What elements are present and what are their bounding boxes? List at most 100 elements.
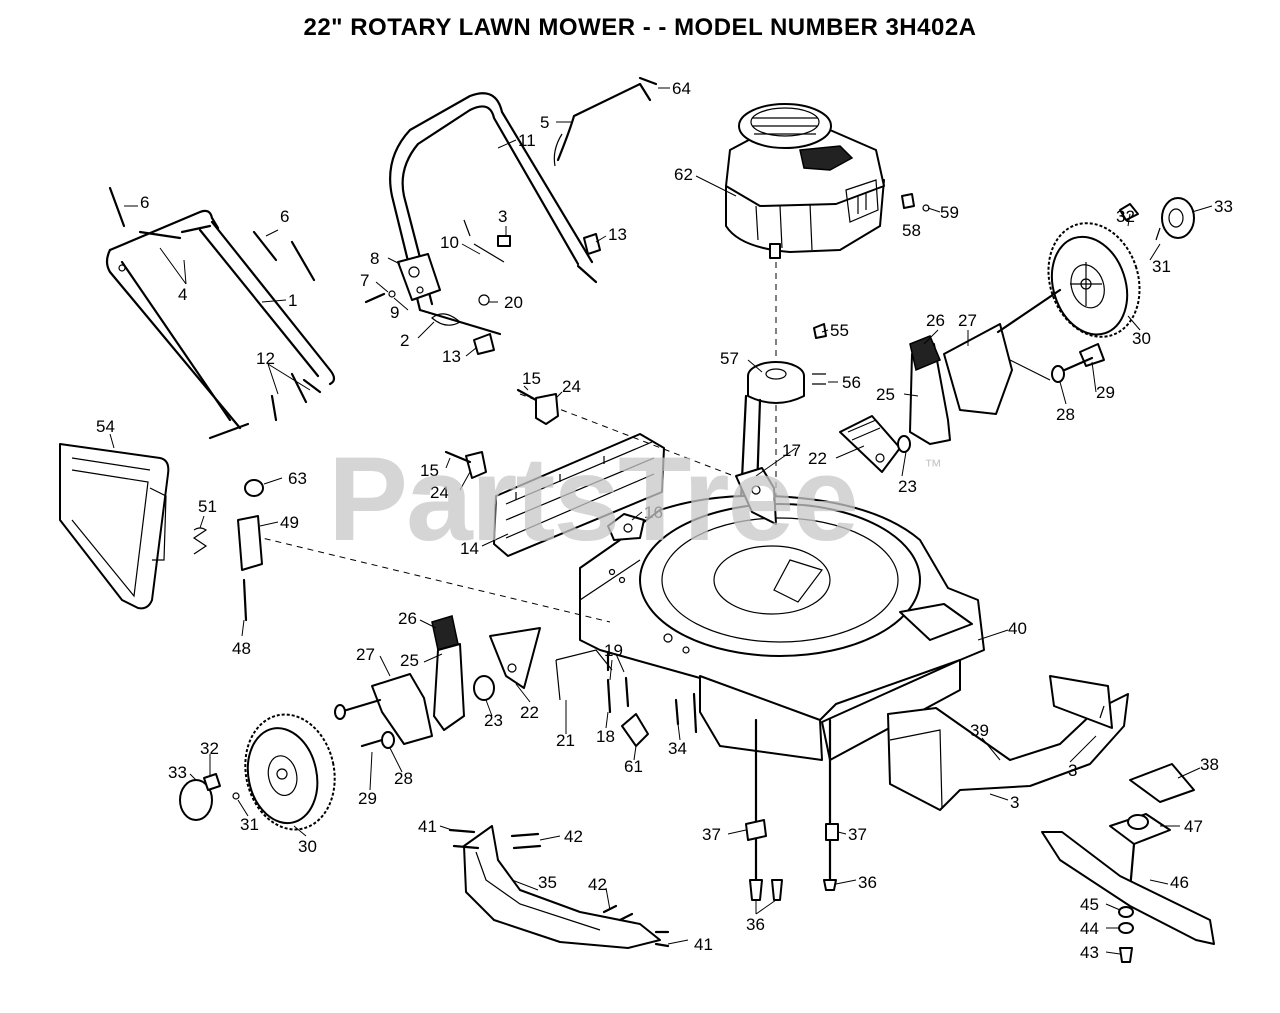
part-hinge-bracket — [237, 515, 263, 571]
callout-34: 34 — [668, 739, 687, 758]
callout-13-top: 13 — [608, 225, 627, 244]
part-bracket-58 — [901, 193, 915, 209]
callout-43: 43 — [1080, 943, 1099, 962]
callout-18: 18 — [596, 727, 615, 746]
watermark-logo: PartsTree — [328, 432, 859, 566]
callout-6-left: 6 — [140, 193, 149, 212]
part-handle-bracket — [397, 253, 441, 301]
callout-9: 9 — [390, 303, 399, 322]
part-bolts-34 — [674, 692, 698, 734]
part-wheel-rear-right — [1047, 222, 1141, 338]
callout-20: 20 — [504, 293, 523, 312]
callout-63: 63 — [288, 469, 307, 488]
part-washer-31-left — [232, 792, 240, 800]
callout-39: 39 — [970, 721, 989, 740]
callout-22-left: 22 — [520, 703, 539, 722]
rear-pivot-line — [519, 393, 761, 487]
callout-2: 2 — [400, 331, 409, 350]
part-washer-31-top — [1155, 227, 1161, 241]
callout-32-left: 32 — [200, 739, 219, 758]
part-bolt-7 — [364, 292, 386, 304]
callout-28-right: 28 — [1056, 405, 1075, 424]
part-fastener-10 — [463, 219, 505, 263]
callout-42-bottom: 42 — [588, 875, 607, 894]
part-screws-41-42 — [448, 828, 542, 850]
part-blade-adapter — [747, 361, 805, 404]
callout-29-left: 29 — [358, 789, 377, 808]
callout-16: 16 — [644, 503, 663, 522]
part-engine — [725, 103, 885, 259]
callout-26-right: 26 — [926, 311, 945, 330]
part-pivot-plate-right — [839, 415, 911, 473]
part-spring-clip-top — [1119, 203, 1139, 221]
callout-37-right: 37 — [848, 825, 867, 844]
callout-61: 61 — [624, 757, 643, 776]
callout-21: 21 — [556, 731, 575, 750]
part-rear-trim — [493, 433, 665, 557]
callout-4: 4 — [178, 285, 187, 304]
callout-44: 44 — [1080, 919, 1099, 938]
part-knob-13-top — [583, 233, 601, 255]
part-bracket-16 — [607, 513, 645, 541]
callout-64: 64 — [672, 79, 691, 98]
callout-41-bottom: 41 — [694, 935, 713, 954]
part-nut-23-left — [473, 675, 495, 701]
part-knob-13-bottom — [473, 333, 495, 355]
part-bracket-24-left — [465, 451, 487, 479]
callout-37-left: 37 — [702, 825, 721, 844]
callout-32-top: 32 — [1116, 207, 1135, 226]
callout-41-top: 41 — [418, 817, 437, 836]
callout-3-right: 3 — [1068, 761, 1077, 780]
callout-58: 58 — [902, 221, 921, 240]
callout-30-top: 30 — [1132, 329, 1151, 348]
callout-35: 35 — [538, 873, 557, 892]
callout-14: 14 — [460, 539, 479, 558]
part-discharge-chute — [887, 675, 1129, 811]
callout-30-left: 30 — [298, 837, 317, 856]
callout-48: 48 — [232, 639, 251, 658]
callout-54: 54 — [96, 417, 115, 436]
callout-31-top: 31 — [1152, 257, 1171, 276]
callout-62: 62 — [674, 165, 693, 184]
callout-8: 8 — [370, 249, 379, 268]
callout-46: 46 — [1170, 873, 1189, 892]
part-knobs-4 — [138, 224, 212, 240]
part-bushing-63 — [244, 479, 264, 497]
diagram-title: 22" ROTARY LAWN MOWER - - MODEL NUMBER 3… — [303, 14, 977, 41]
callout-24-top: 24 — [562, 377, 581, 396]
callout-3-bottom: 3 — [1010, 793, 1019, 812]
callout-15-left: 15 — [420, 461, 439, 480]
callout-23-right: 23 — [898, 477, 917, 496]
callout-11: 11 — [518, 131, 536, 150]
part-bracket-21 — [555, 649, 613, 701]
callout-45: 45 — [1080, 895, 1099, 914]
callout-23-left: 23 — [484, 711, 503, 730]
callout-1: 1 — [288, 291, 297, 310]
leader-lines — [109, 87, 1213, 955]
part-fastener-55 — [813, 323, 827, 339]
part-bolts-6 — [252, 230, 316, 282]
part-lower-handle — [105, 209, 336, 440]
callout-29-right: 29 — [1096, 383, 1115, 402]
part-bolt-left — [360, 738, 384, 748]
callout-labels: 64 5 11 62 59 58 32 33 31 30 6 6 4 1 12 … — [96, 79, 1233, 962]
callout-36-right: 36 — [858, 873, 877, 892]
callout-33-left: 33 — [168, 763, 187, 782]
part-knob-2 — [431, 313, 462, 326]
watermark-trademark: ™ — [924, 456, 942, 476]
part-front-skirt — [463, 825, 661, 949]
callout-25-right: 25 — [876, 385, 895, 404]
part-deck — [579, 494, 985, 761]
callout-56: 56 — [842, 373, 861, 392]
part-hinge-rod — [242, 578, 248, 622]
part-height-adjuster-left — [334, 615, 465, 745]
callout-27-right: 27 — [958, 311, 977, 330]
callout-40: 40 — [1008, 619, 1027, 638]
callout-38: 38 — [1200, 755, 1219, 774]
callout-26-left: 26 — [398, 609, 417, 628]
part-nut-20 — [478, 294, 490, 306]
callout-15-top: 15 — [522, 369, 541, 388]
part-wheel-front-left — [244, 713, 336, 831]
